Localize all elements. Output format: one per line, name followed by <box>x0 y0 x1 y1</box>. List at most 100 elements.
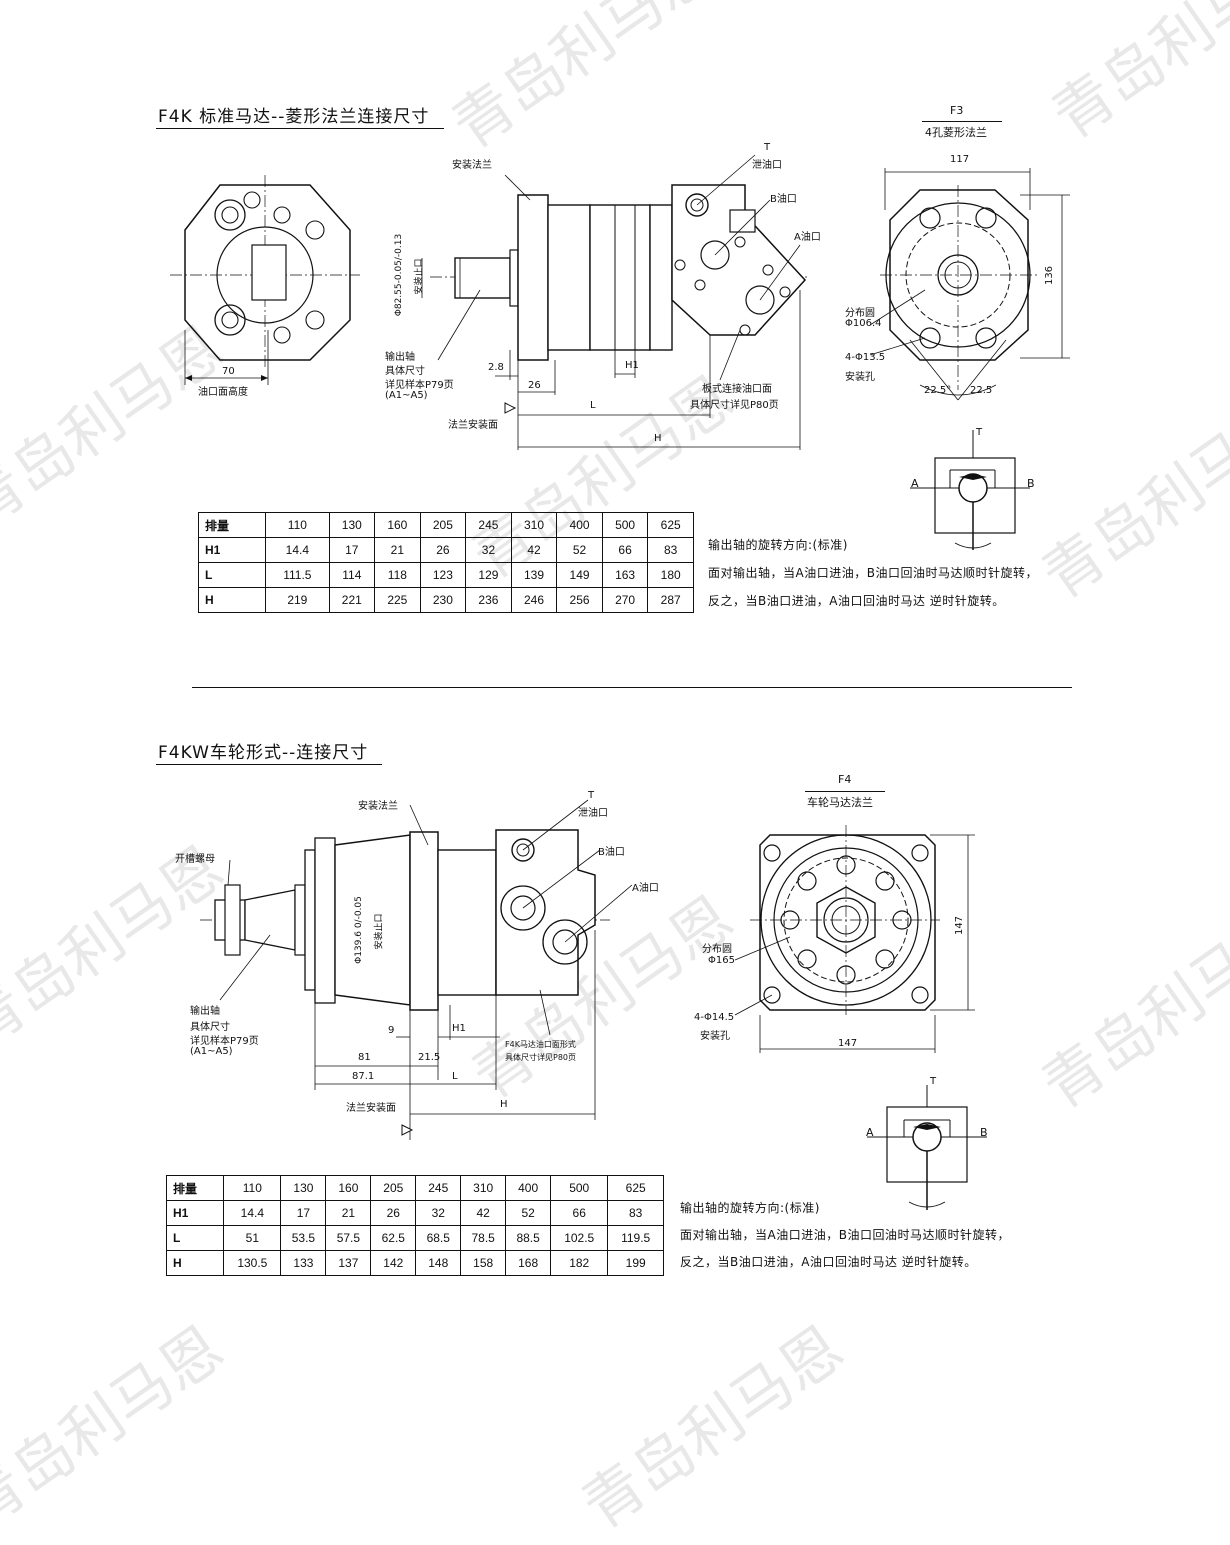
section2-title: F4KW车轮形式--连接尺寸 <box>158 743 369 763</box>
section1-side-view <box>421 154 810 450</box>
sym1-a: A <box>911 477 919 490</box>
table-header-cell: 500 <box>601 512 649 538</box>
watermark: 青岛利马恩 <box>0 1313 237 1543</box>
table-cell: 21 <box>325 1200 372 1226</box>
table-cell: 221 <box>328 587 376 613</box>
watermark: 青岛利马恩 <box>1040 0 1230 153</box>
table-row: L 111.5 114 118 123 129 139 149 163 180 <box>197 562 694 588</box>
section1-note-3: 反之，当B油口进油，A油口回油时马达 逆时针旋转。 <box>708 594 1005 608</box>
f3-flange-view <box>869 168 1070 401</box>
table-cell: 168 <box>505 1250 552 1276</box>
s2-dim-h: H <box>500 1099 508 1110</box>
angle-2: 22.5 <box>970 385 993 396</box>
s2-pilot-diameter-label: Φ139.6 0/-0.05 <box>353 896 364 964</box>
table-row: H 130.5 133 137 142 148 158 168 182 199 <box>165 1250 664 1276</box>
table-cell: 52 <box>556 537 603 563</box>
a-port-label: A油口 <box>794 232 821 243</box>
table-cell: 102.5 <box>550 1225 609 1251</box>
watermark: 青岛利马恩 <box>440 0 727 163</box>
table-cell: 246 <box>510 587 558 613</box>
table-header-cell: 排量 <box>165 1175 225 1201</box>
table-cell: 111.5 <box>265 562 330 588</box>
sym2-b: B <box>980 1126 988 1139</box>
section2-side-view <box>200 799 633 1140</box>
table-header-cell: 625 <box>607 1175 664 1201</box>
table-cell: 26 <box>419 537 467 563</box>
table-cell: 17 <box>328 537 376 563</box>
s2-see-p80-label: 具体尺寸详见P80页 <box>505 1053 577 1062</box>
pilot-text-label: 安装止口 <box>414 258 425 295</box>
dim-h: H <box>654 433 662 444</box>
s2-t-port-label: T <box>588 790 595 801</box>
table-cell: 137 <box>325 1250 372 1276</box>
range-label: (A1~A5) <box>385 390 428 401</box>
table-header-cell: 310 <box>510 512 558 538</box>
spec-size-label: 具体尺寸 <box>385 366 425 377</box>
s2-range-label: (A1~A5) <box>190 1046 233 1057</box>
table-cell: 163 <box>601 562 649 588</box>
table-row: H 219 221 225 230 236 246 256 270 287 <box>197 587 694 613</box>
table-row: 排量 110 130 160 205 245 310 400 500 625 <box>197 512 694 538</box>
table-header-cell: 205 <box>370 1175 417 1201</box>
s2-spec-size-label: 具体尺寸 <box>190 1022 230 1033</box>
dim-70: 70 <box>222 366 235 377</box>
table-cell: 66 <box>550 1200 609 1226</box>
table-cell: 142 <box>370 1250 417 1276</box>
section2-title-rule <box>156 764 382 765</box>
section1-spec-table: 排量 110 130 160 205 245 310 400 500 625 H… <box>197 512 694 613</box>
s2-flange-face-label: 法兰安装面 <box>346 1103 396 1114</box>
table-row: 排量 110 130 160 205 245 310 400 500 625 <box>165 1175 664 1201</box>
table-cell: 42 <box>510 537 558 563</box>
port-shape-label: F4K马达油口面形式 <box>505 1040 576 1049</box>
table-cell: 118 <box>374 562 421 588</box>
s2-holes-label: 4-Φ14.5 <box>694 1012 735 1023</box>
table-cell: 180 <box>647 562 694 588</box>
table-header-cell: 245 <box>415 1175 462 1201</box>
dim-147-vertical: 147 <box>954 915 966 936</box>
table-cell: 139 <box>510 562 558 588</box>
s2-mount-flange-label: 安装法兰 <box>358 801 398 812</box>
table-cell: H1 <box>165 1200 225 1226</box>
table-cell: 14.4 <box>265 537 330 563</box>
table-cell: 130.5 <box>223 1250 282 1276</box>
pilot-diameter-label: Φ82.55-0.05/-0.13 <box>394 233 405 317</box>
flange-face-label: 法兰安装面 <box>448 420 498 431</box>
section-divider <box>192 687 1072 688</box>
table-cell: 270 <box>601 587 649 613</box>
table-cell: 68.5 <box>415 1225 462 1251</box>
table-cell: 32 <box>465 537 512 563</box>
output-shaft-label: 输出轴 <box>385 352 415 363</box>
table-cell: 225 <box>374 587 421 613</box>
table-header-cell: 130 <box>280 1175 327 1201</box>
table-header-cell: 110 <box>223 1175 282 1201</box>
table-cell: 129 <box>465 562 512 588</box>
watermark: 青岛利马恩 <box>570 1313 857 1543</box>
s2-dim-87-1: 87.1 <box>352 1071 375 1082</box>
s2-output-shaft-label: 输出轴 <box>190 1006 220 1017</box>
table-cell: 287 <box>647 587 694 613</box>
table-cell: 149 <box>556 562 603 588</box>
table-row: H1 14.4 17 21 26 32 42 52 66 83 <box>197 537 694 563</box>
table-header-cell: 400 <box>505 1175 552 1201</box>
table-cell: 53.5 <box>280 1225 327 1251</box>
b-port-label: B油口 <box>770 194 797 205</box>
section2-note-3: 反之，当B油口进油，A油口回油时马达 逆时针旋转。 <box>680 1255 977 1269</box>
s2-drain-port-label: 泄油口 <box>578 808 608 819</box>
see-p80-label: 具体尺寸详见P80页 <box>690 400 779 411</box>
table-cell: 42 <box>460 1200 507 1226</box>
f4-flange-view <box>734 825 975 1053</box>
plate-port-label: 板式连接油口面 <box>702 384 772 395</box>
section1-hydraulic-symbol <box>910 430 1030 550</box>
mount-flange-label: 安装法兰 <box>452 160 492 171</box>
section2-note-2: 面对输出轴，当A油口进油，B油口回油时马达顺时针旋转， <box>680 1228 1010 1242</box>
dim-117: 117 <box>950 154 970 165</box>
s2-pcd-value: Φ165 <box>708 955 735 966</box>
table-row: H1 14.4 17 21 26 32 42 52 66 83 <box>165 1200 664 1226</box>
dim-136: 136 <box>1044 265 1056 286</box>
holes-label: 4-Φ13.5 <box>845 352 886 363</box>
section1-front-view <box>170 175 360 385</box>
s2-dim-21-5: 21.5 <box>418 1052 441 1063</box>
table-cell: 230 <box>419 587 467 613</box>
f4-rule <box>805 791 885 792</box>
dim-h1: H1 <box>625 360 639 371</box>
